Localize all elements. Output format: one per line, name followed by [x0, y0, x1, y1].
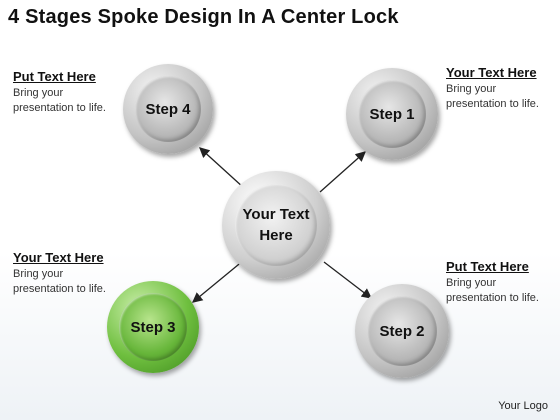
page-title: 4 Stages Spoke Design In A Center Lock [8, 6, 399, 28]
center-label-line: Here [259, 227, 293, 244]
text-block-heading: Put Text Here [13, 69, 96, 84]
arrow-to-step-4 [199, 147, 245, 189]
text-block-line: Bring your [446, 277, 497, 289]
step-3-label: Step 3 [119, 293, 187, 361]
text-block-line: presentation to life. [446, 98, 539, 110]
text-block-heading: Your Text Here [446, 65, 537, 80]
arrow-to-step-3 [191, 259, 245, 303]
text-block-line: presentation to life. [13, 102, 106, 114]
step-2-label: Step 2 [367, 296, 437, 366]
arrow-to-step-1 [319, 151, 366, 193]
text-block-top-left: Put Text Here Bring your presentation to… [13, 69, 143, 116]
text-block-heading: Put Text Here [446, 259, 529, 274]
center-lock-node: Your Text Here [222, 171, 330, 279]
text-block-heading: Your Text Here [13, 250, 104, 265]
step-2-node: Step 2 [355, 284, 449, 378]
step-3-node: Step 3 [107, 281, 199, 373]
arrow-to-step-2 [323, 261, 373, 299]
text-block-bottom-right: Put Text Here Bring your presentation to… [446, 259, 560, 306]
text-block-line: presentation to life. [13, 283, 106, 295]
text-block-top-right: Your Text Here Bring your presentation t… [446, 65, 560, 112]
text-block-line: Bring your [13, 268, 64, 280]
step-4-label: Step 4 [135, 76, 201, 142]
step-4-node: Step 4 [123, 64, 213, 154]
text-block-line: presentation to life. [446, 292, 539, 304]
step-1-label: Step 1 [358, 80, 426, 148]
step-1-node: Step 1 [346, 68, 438, 160]
center-label: Your Text Here [235, 184, 317, 266]
center-label-line: Your Text [242, 206, 310, 223]
text-block-line: Bring your [13, 87, 64, 99]
text-block-line: Bring your [446, 83, 497, 95]
text-block-bottom-left: Your Text Here Bring your presentation t… [13, 250, 143, 297]
logo-text: Your Logo [498, 400, 548, 412]
